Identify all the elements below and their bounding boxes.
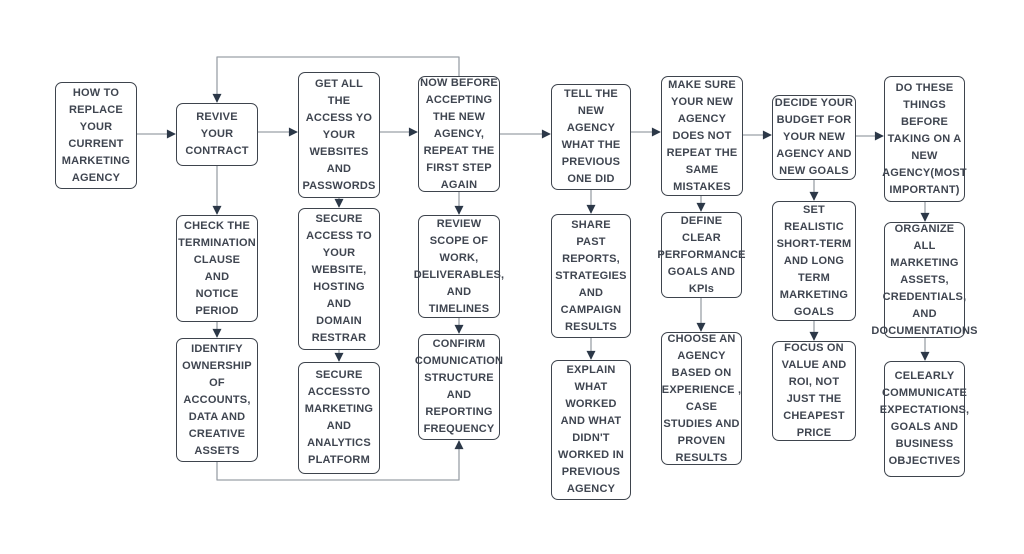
flowchart-node-label: MAKE SURE YOUR NEW AGENCY DOES NOT REPEA… (666, 78, 738, 193)
flowchart-node-label: DO THESE THINGS BEFORE TAKING ON A NEW A… (882, 81, 967, 196)
flowchart-node-label: EXPLAIN WHAT WORKED AND WHAT DIDN'T WORK… (558, 364, 624, 495)
flowchart-node-confirm-communication-structure: CONFIRM COMUNICATION STRUCTURE AND REPOR… (414, 334, 504, 440)
flowchart-node-avoid-same-mistakes: MAKE SURE YOUR NEW AGENCY DOES NOT REPEA… (661, 76, 743, 196)
flowchart-node-tell-new-agency: TELL THE NEW AGENCY WHAT THE PREVIOUS ON… (551, 84, 631, 190)
flowchart-node-label: CHECK THE TERMINATION CLAUSE AND NOTICE … (178, 219, 256, 317)
flowchart-node-label: SECURE ACCESS TO YOUR WEBSITE, HOSTING A… (306, 213, 372, 344)
flowchart-node-label: SET REALISTIC SHORT-TERM AND LONG TERM M… (776, 203, 852, 318)
flowchart-node-secure-marketing-analytics-access: SECURE ACCESSTO MARKETING AND ANALYTICS … (298, 362, 380, 474)
flowchart-node-label: SHARE PAST REPORTS, STRATEGIES AND CAMPA… (555, 218, 627, 333)
flowchart-node-label: REVIEW SCOPE OF WORK, DELIVERABLES, AND … (413, 217, 505, 315)
flowchart-node-explain-what-worked: EXPLAIN WHAT WORKED AND WHAT DIDN'T WORK… (551, 360, 631, 500)
flowchart-node-label: IDENTIFY OWNERSHIP OF ACCOUNTS, DATA AND… (182, 342, 252, 457)
flowchart-node-label: REVIVE YOUR CONTRACT (185, 111, 249, 157)
flowchart-node-review-scope-of-work: REVIEW SCOPE OF WORK, DELIVERABLES, AND … (414, 215, 504, 318)
flowchart-node-focus-on-value-roi: FOCUS ON VALUE AND ROI, NOT JUST THE CHE… (772, 341, 856, 441)
flowchart-node-label: FOCUS ON VALUE AND ROI, NOT JUST THE CHE… (781, 342, 847, 439)
flowchart-node-clearly-communicate-expectations: CELEARLY COMMUNICATE EXPECTATIONS, GOALS… (880, 361, 969, 477)
flowchart-node-label: ORGANIZE ALL MARKETING ASSETS, CREDENTIA… (871, 222, 978, 337)
flowchart-node-how-to-replace-current-agency: HOW TO REPLACE YOUR CURRENT MARKETING AG… (55, 82, 137, 189)
flowchart-node-revive-your-contract: REVIVE YOUR CONTRACT (176, 103, 258, 166)
flowchart-node-secure-website-access: SECURE ACCESS TO YOUR WEBSITE, HOSTING A… (298, 208, 380, 350)
flowchart-node-label: TELL THE NEW AGENCY WHAT THE PREVIOUS ON… (561, 88, 621, 185)
flowchart-node-label: DEFINE CLEAR PERFORMANCE GOALS AND KPIs (657, 214, 746, 295)
flowchart-node-choose-agency-on-experience: CHOOSE AN AGENCY BASED ON EXPERIENCE , C… (661, 332, 742, 465)
flowchart-node-label: CHOOSE AN AGENCY BASED ON EXPERIENCE , C… (661, 332, 742, 464)
flowchart-node-label: NOW BEFORE ACCEPTING THE NEW AGENCY, REP… (420, 76, 498, 191)
connector-identify-loop-to-confirm (216, 440, 464, 481)
flowchart-node-repeat-first-step: NOW BEFORE ACCEPTING THE NEW AGENCY, REP… (418, 76, 500, 192)
flowchart-node-do-before-taking-new-agency: DO THESE THINGS BEFORE TAKING ON A NEW A… (882, 76, 967, 202)
flowchart-node-label: SECURE ACCESSTO MARKETING AND ANALYTICS … (304, 369, 374, 466)
connectors-group (137, 56, 930, 481)
flowchart-node-identify-ownership: IDENTIFY OWNERSHIP OF ACCOUNTS, DATA AND… (176, 338, 258, 462)
flowchart-node-define-performance-goals: DEFINE CLEAR PERFORMANCE GOALS AND KPIs (657, 212, 745, 298)
flowchart-node-label: DECIDE YOUR BUDGET FOR YOUR NEW AGENCY A… (774, 97, 854, 177)
flowchart-node-check-termination-clause: CHECK THE TERMINATION CLAUSE AND NOTICE … (176, 215, 258, 322)
flowchart-node-decide-budget: DECIDE YOUR BUDGET FOR YOUR NEW AGENCY A… (772, 95, 856, 180)
connector-repeat-loop-back-to-revive (212, 56, 460, 103)
flowchart-node-label: CONFIRM COMUNICATION STRUCTURE AND REPOR… (414, 338, 504, 435)
flowchart-node-get-all-access: GET ALL THE ACCESS YO YOUR WEBSITES AND … (298, 72, 380, 198)
flowchart-node-share-past-reports: SHARE PAST REPORTS, STRATEGIES AND CAMPA… (551, 214, 631, 338)
flowchart-node-set-realistic-goals: SET REALISTIC SHORT-TERM AND LONG TERM M… (772, 201, 856, 321)
flowchart-node-label: HOW TO REPLACE YOUR CURRENT MARKETING AG… (61, 86, 131, 184)
flowchart-node-label: CELEARLY COMMUNICATE EXPECTATIONS, GOALS… (879, 370, 970, 467)
flowchart-node-label: GET ALL THE ACCESS YO YOUR WEBSITES AND … (302, 77, 376, 192)
flowchart-node-organize-marketing-assets: ORGANIZE ALL MARKETING ASSETS, CREDENTIA… (871, 222, 977, 338)
